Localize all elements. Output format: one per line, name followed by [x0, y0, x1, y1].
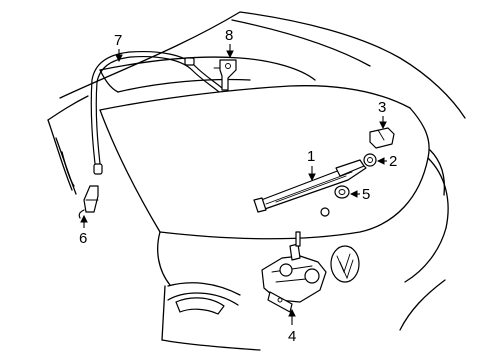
washer-nozzle-part	[78, 185, 99, 219]
callout-number: 7	[114, 32, 122, 49]
wiper-cap-part	[369, 127, 395, 149]
washer-hose-part	[90, 50, 223, 175]
callout-4: 4	[288, 308, 296, 345]
grommet-part	[320, 185, 350, 217]
callout-number: 6	[79, 230, 87, 247]
callout-number: 4	[288, 328, 296, 345]
callout-number: 8	[225, 27, 233, 44]
wiper-motor-part	[261, 231, 327, 313]
callout-8: 8	[225, 27, 234, 59]
hose-clip-part	[213, 59, 237, 91]
vehicle-rear-body	[47, 11, 466, 351]
callout-number: 3	[378, 99, 386, 116]
wiper-arm-part	[253, 159, 367, 213]
callout-number: 5	[362, 186, 370, 203]
callout-6: 6	[79, 214, 88, 247]
callout-number: 1	[307, 148, 315, 165]
callout-5: 5	[349, 186, 370, 203]
callout-7: 7	[114, 32, 123, 63]
callout-3: 3	[378, 99, 387, 130]
callout-number: 2	[389, 153, 397, 170]
wiper-nut-part	[363, 153, 377, 167]
callout-2: 2	[376, 153, 397, 170]
brand-emblem	[330, 245, 360, 283]
callout-1: 1	[307, 148, 316, 182]
